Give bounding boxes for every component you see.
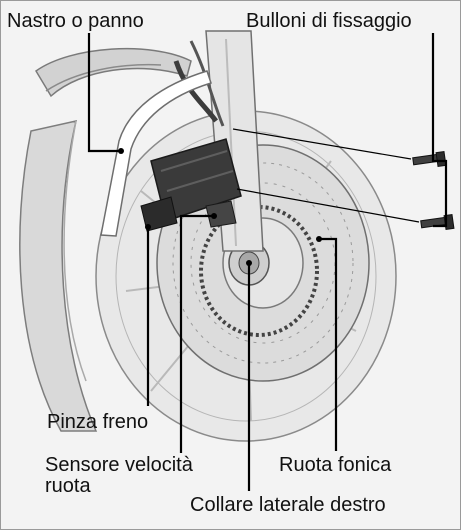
- dot-wheel-speed-sensor: [211, 213, 217, 219]
- label-mounting-bolts: Bulloni di fissaggio: [246, 11, 412, 32]
- label-wheel-speed-sensor: Sensore velocità ruota: [45, 455, 193, 497]
- label-pulser-ring: Ruota fonica: [279, 455, 391, 476]
- dot-right-side-collar: [246, 260, 252, 266]
- dot-pulser-ring: [316, 236, 322, 242]
- label-tape-or-cloth: Nastro o panno: [7, 11, 144, 32]
- label-right-side-collar: Collare laterale destro: [190, 495, 386, 516]
- wheel-speed-sensor: [206, 201, 236, 227]
- dot-brake-caliper: [145, 224, 151, 230]
- dot-tape-or-cloth: [118, 148, 124, 154]
- label-brake-caliper: Pinza freno: [47, 412, 148, 433]
